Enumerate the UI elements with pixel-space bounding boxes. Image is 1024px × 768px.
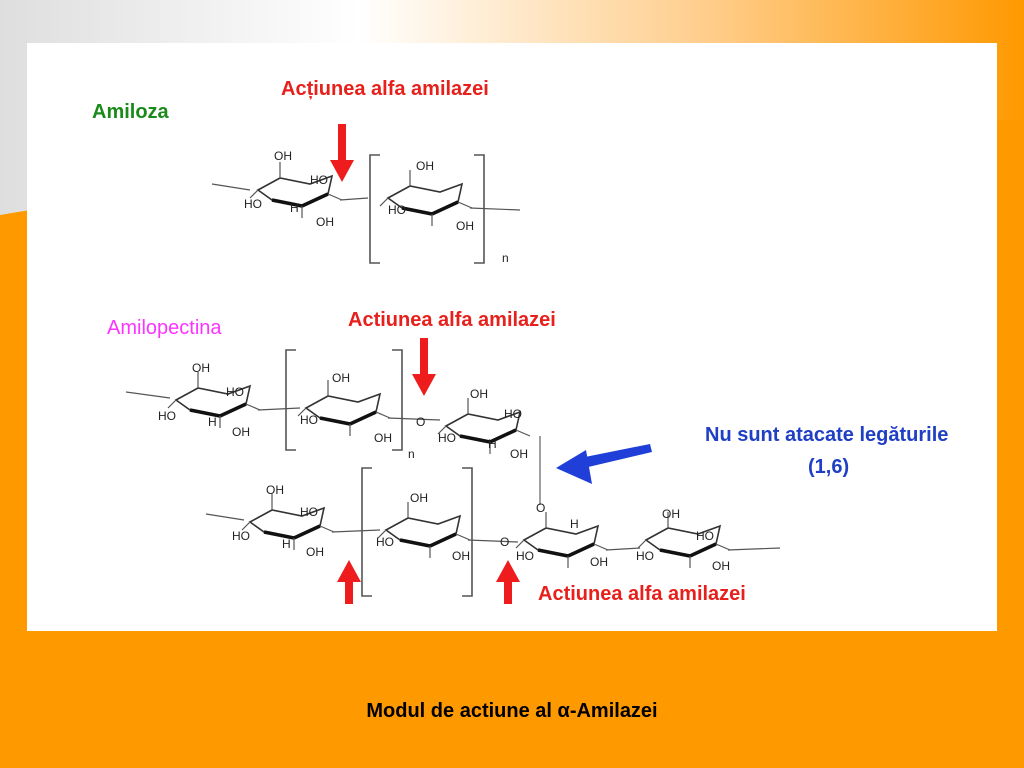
bottom-action-label: Actiunea alfa amilazei [538,583,746,605]
atom-label: OH [712,559,730,573]
amiloza-label: Amiloza [92,101,170,123]
atom-label: OH [452,549,470,563]
caption-suffix: -Amilazei [569,700,658,722]
atom-label: O [416,415,425,429]
atom-label: OH [590,555,608,569]
atom-label: HO [226,385,244,399]
atom-label: H [488,437,497,451]
repeat-index: n [502,251,509,265]
atom-label: OH [410,491,428,505]
atom-label: OH [332,371,350,385]
red-down-arrow-icon [412,338,436,396]
atom-label: O [536,501,545,515]
caption-alpha-symbol: α [557,700,570,722]
amilopectina-upper-chain: OH HO H HO OH OH HO OH OH HO H HO OH O n [125,349,541,505]
atom-label: OH [316,215,334,229]
atom-label: OH [662,507,680,521]
repeat-index: n [408,447,415,461]
atom-label: OH [456,219,474,233]
atom-label: HO [310,173,328,187]
blue-left-arrow-icon [556,444,652,484]
atom-label: OH [470,387,488,401]
atom-label: O [500,535,509,549]
atom-label: H [208,415,217,429]
atom-label: OH [510,447,528,461]
atom-label: HO [244,197,262,211]
atom-label: HO [300,505,318,519]
amilopectina-lower-chain: OH HO H HO OH OH HO OH O HO O OH H OH HO… [205,467,781,597]
note-line-2: (1,6) [808,456,849,478]
red-down-arrow-icon [330,124,354,182]
slide-caption: Modul de actiune al α-Amilazei [0,700,1024,723]
red-up-arrow-icon [496,560,520,604]
atom-label: HO [504,407,522,421]
note-line-1: Nu sunt atacate legăturile [705,424,948,446]
amiloza-structure: OH HO H HO OH OH HO OH n [211,149,521,265]
atom-label: HO [232,529,250,543]
atom-label: HO [388,203,406,217]
red-up-arrow-icon [337,560,361,604]
atom-label: HO [636,549,654,563]
atom-label: OH [306,545,324,559]
atom-label: HO [158,409,176,423]
amiloza-action-label: Acțiunea alfa amilazei [281,78,489,100]
diagram-panel [27,43,997,631]
atom-label: OH [266,483,284,497]
atom-label: OH [374,431,392,445]
atom-label: OH [232,425,250,439]
alpha-amylase-diagram: Amiloza Acțiunea alfa amilazei OH HO H H… [92,78,948,605]
atom-label: HO [696,529,714,543]
atom-label: HO [438,431,456,445]
atom-label: OH [416,159,434,173]
atom-label: H [282,537,291,551]
atom-label: HO [516,549,534,563]
atom-label: HO [300,413,318,427]
atom-label: OH [274,149,292,163]
atom-label: H [290,201,299,215]
atom-label: HO [376,535,394,549]
amilopectina-action-label: Actiunea alfa amilazei [348,309,556,331]
caption-prefix: Modul de actiune al [366,700,558,722]
atom-label: OH [192,361,210,375]
amilopectina-label: Amilopectina [107,317,222,339]
atom-label: H [570,517,579,531]
